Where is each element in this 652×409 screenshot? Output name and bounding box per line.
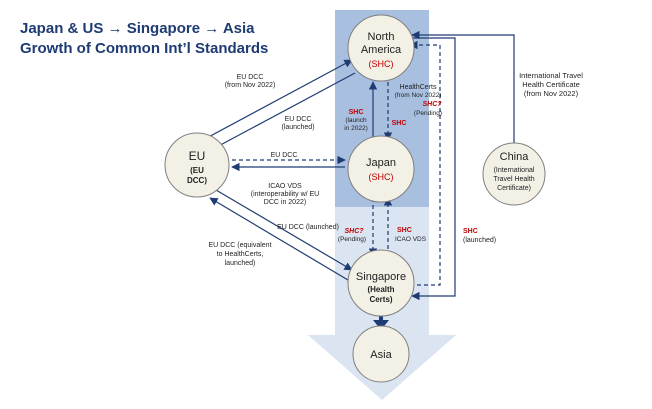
label-shc-launched-1: SHC [463,228,478,235]
label-eu-dcc-launched-1: EU DCC [285,116,312,123]
node-japan: Japan (SHC) [347,135,415,203]
label-eu-dcc-equiv-3: launched) [225,260,256,267]
eu-name: EU [189,149,206,163]
japan-sub: (SHC) [369,172,394,182]
eu-sub-line1: (EU [190,166,204,175]
sg-sub-line1: (Health [367,285,394,294]
title-line-2: Growth of Common Int’l Standards [20,40,269,57]
label-shc-japan-2: (launch [345,117,367,124]
label-icao-vds-1: ICAO VDS [268,183,302,190]
asia-name: Asia [370,349,392,361]
label-shc-japan-3: in 2022) [344,125,368,132]
label-icao-vds-3: DCC in 2022) [264,199,306,206]
label-shc-pending-sg-2: (Pending) [338,236,366,243]
label-eu-dcc-equiv-2: to HealthCerts, [217,251,264,258]
label-intl-travel-1: International Travel [519,71,583,80]
japan-name: Japan [366,157,396,169]
label-eu-dcc-japan: EU DCC [271,152,298,159]
china-name: China [500,151,530,163]
node-eu: EU (EU DCC) [164,132,230,198]
label-intl-travel-3: (from Nov 2022) [524,89,579,98]
edge-sg-to-asia-head [373,320,389,330]
edge-eu-to-na [187,59,353,149]
edge-sg-to-eu [209,197,349,281]
label-shc-icao-1: SHC [397,227,412,234]
label-shc-icao-2: ICAO VDS [395,236,427,243]
node-asia: Asia [352,325,410,383]
edge-eu-to-sg [215,189,353,271]
label-eu-dcc-launched-2: (launched) [281,124,314,131]
na-name-line1: North [368,31,395,43]
sg-sub-line2: Certs) [369,295,392,304]
label-icao-vds-2: (interoperability w/ EU [251,191,319,198]
node-singapore: Singapore (Health Certs) [347,249,415,317]
label-eu-dcc-from-nov-1: EU DCC [237,74,264,81]
edge-na-to-eu [197,72,356,158]
label-shc-mid: SHC [392,120,407,127]
label-shc-pending-na-2: (Pending) [414,110,442,117]
label-shc-launched-2: (launched) [463,237,496,244]
label-shc-pending-na-1: SHC? [422,101,442,108]
label-shc-pending-sg-1: SHC? [344,228,364,235]
china-sub-line3: Certificate) [497,185,531,192]
label-eu-dcc-from-nov-2: (from Nov 2022) [225,82,276,89]
node-china: China (International Travel Health Certi… [482,142,546,206]
title-line-1: Japan & US → Singapore → Asia [20,20,255,37]
china-sub-line2: Travel Health [493,176,534,183]
china-sub-line1: (International [494,167,535,174]
label-healthcerts-2: (from Nov 2022) [395,92,442,99]
na-name-line2: America [361,44,402,56]
edge-na-to-sg-shc [410,37,456,301]
label-intl-travel-2: Health Certificate [522,80,580,89]
sg-name: Singapore [356,271,406,283]
na-sub: (SHC) [369,59,394,69]
edge-sg-to-na-healthcerts [409,40,441,286]
label-eu-dcc-equiv-1: EU DCC (equivalent [208,242,271,249]
label-shc-japan-1: SHC [349,109,364,116]
eu-sub-line2: DCC) [187,176,207,185]
edge-china-to-na [411,30,515,144]
label-eu-dcc-launched-sg: EU DCC (launched) [277,224,339,231]
node-north-america: North America (SHC) [347,14,415,82]
label-healthcerts-1: HealthCerts [400,84,437,91]
